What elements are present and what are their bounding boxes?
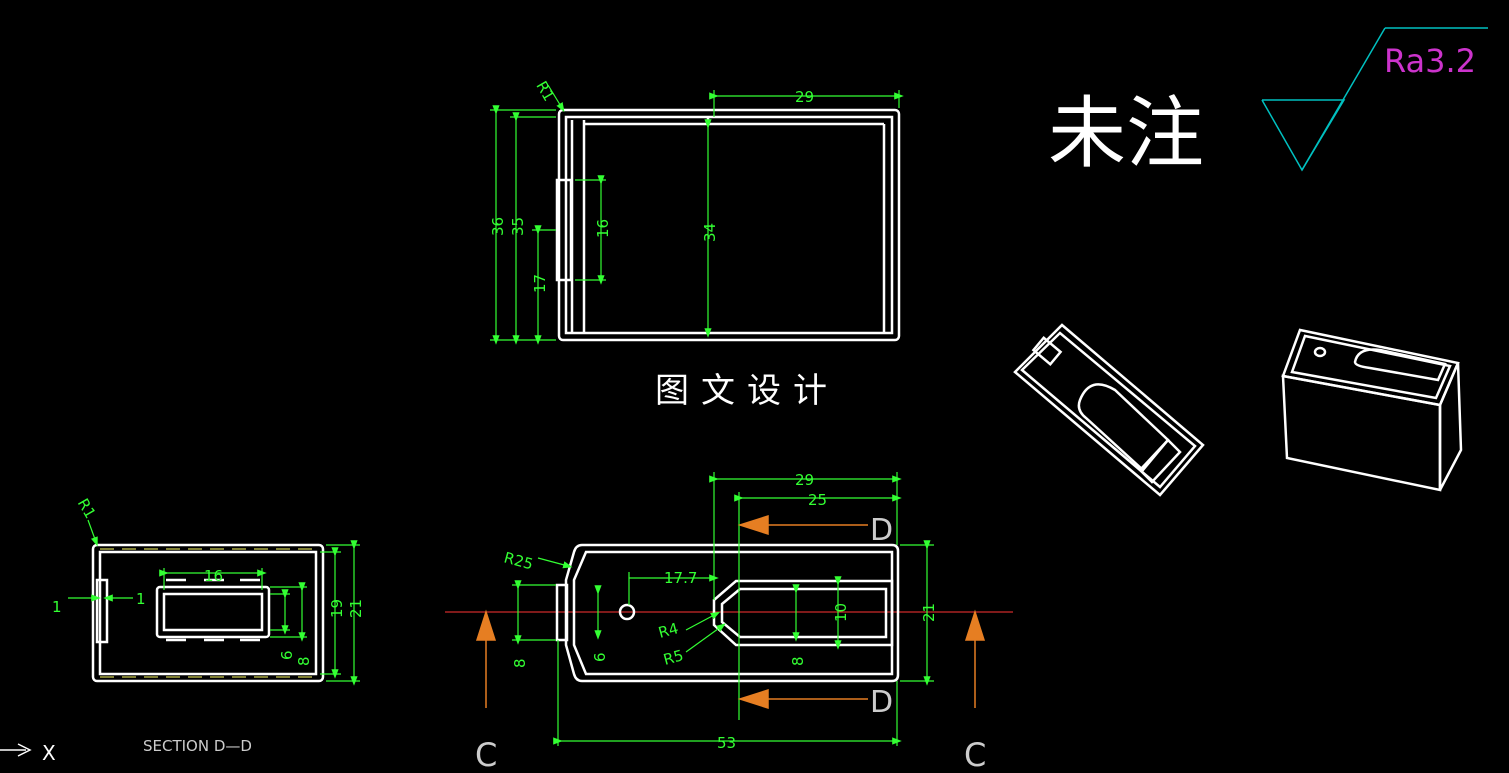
ucs-axis-label: X — [42, 741, 56, 765]
front-dim-8-mid: 8 — [789, 656, 807, 666]
section-mark-d-top: D — [870, 513, 893, 548]
front-view: 29 25 17.7 10 21 8 6 8 53 R25 R4 R5 D D … — [445, 471, 1013, 773]
top-dim-34: 34 — [701, 223, 719, 242]
section-mark-c-right: C — [964, 736, 986, 773]
front-dim-17-7: 17.7 — [664, 569, 697, 587]
section-dim-1a: 1 — [52, 598, 62, 616]
note-label: 未注 — [1048, 89, 1204, 179]
top-dim-29: 29 — [795, 88, 814, 106]
front-dim-21: 21 — [920, 603, 938, 622]
top-dim-17: 17 — [531, 274, 549, 293]
section-radius-label: R1 — [74, 495, 100, 521]
section-title: SECTION D—D — [143, 737, 252, 755]
front-dim-29: 29 — [795, 471, 814, 489]
front-dim-8-left: 8 — [511, 658, 529, 668]
top-dim-16: 16 — [594, 219, 612, 238]
isometric-view-right — [1281, 328, 1463, 492]
roughness-value: Ra3.2 — [1384, 42, 1476, 80]
front-radius-r4: R4 — [656, 619, 680, 642]
top-dim-36: 36 — [489, 217, 507, 236]
ucs-axis-icon: X — [0, 741, 56, 765]
section-d-d: 16 1 1 19 21 6 8 R1 SECTION D—D — [52, 495, 365, 755]
section-dim-8: 8 — [295, 656, 313, 666]
front-dim-53: 53 — [717, 734, 736, 752]
front-dim-10: 10 — [832, 603, 850, 622]
roughness-note: 未注 Ra3.2 — [1048, 27, 1488, 179]
section-dim-1b: 1 — [136, 590, 146, 608]
section-dim-19: 19 — [328, 599, 346, 618]
top-dim-35: 35 — [509, 217, 527, 236]
front-radius-r25: R25 — [502, 548, 535, 573]
top-view: 29 R1 36 35 17 16 34 — [489, 78, 904, 345]
top-radius-label: R1 — [532, 78, 558, 104]
section-dim-21: 21 — [347, 599, 365, 618]
section-dim-6: 6 — [278, 650, 296, 660]
isometric-view-left — [1013, 323, 1205, 497]
section-arrows — [475, 514, 986, 710]
front-dim-25: 25 — [808, 491, 827, 509]
roughness-triangle-icon — [1261, 27, 1488, 172]
section-dim-16: 16 — [204, 567, 223, 585]
front-dim-6: 6 — [591, 652, 609, 662]
drawing-caption: 图文设计 — [655, 371, 839, 411]
front-radius-r5: R5 — [661, 646, 685, 669]
section-mark-d-bottom: D — [870, 685, 893, 720]
section-mark-c-left: C — [475, 736, 497, 773]
